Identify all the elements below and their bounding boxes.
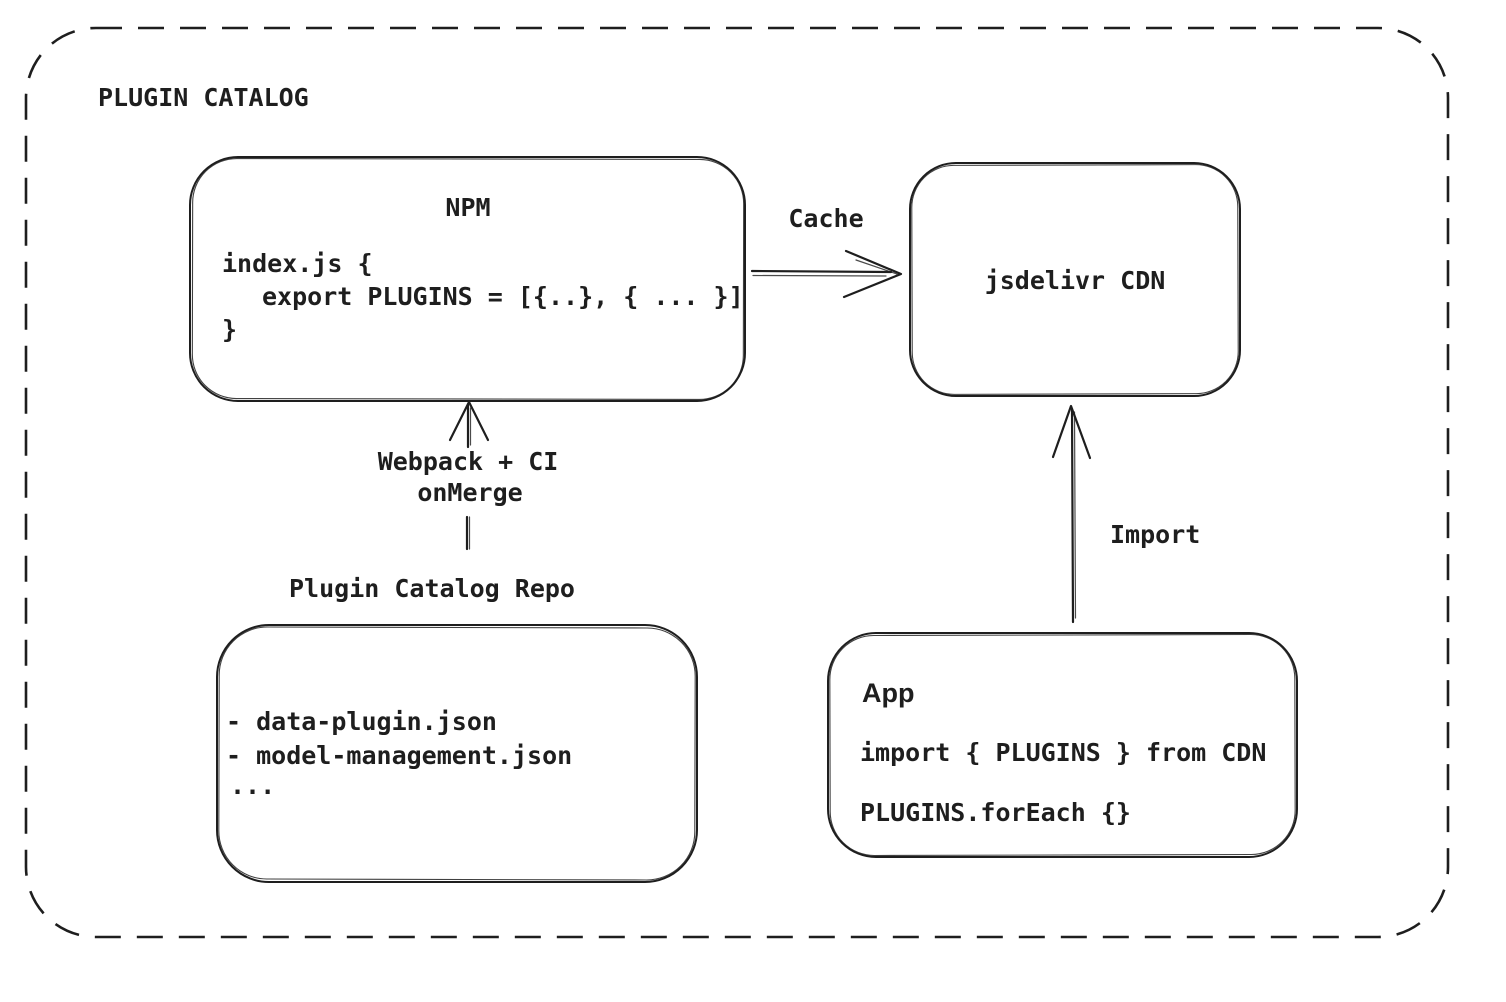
cdn-label: jsdelivr CDN: [985, 266, 1166, 295]
app-title: App: [862, 678, 914, 708]
cache-arrowhead-echo: [855, 259, 898, 275]
edge-cache: Cache: [750, 204, 903, 299]
cache-arrow-line: [750, 269, 893, 274]
npm-code-line-2: export PLUGINS = [{..}, { ... }]: [262, 282, 744, 311]
edge-import: Import: [1051, 404, 1200, 624]
app-box: [827, 632, 1298, 858]
build-label-line-1: Webpack + CI: [378, 447, 559, 476]
npm-box: [189, 156, 746, 402]
repo-title: Plugin Catalog Repo: [289, 574, 575, 603]
node-jsdelivr-cdn: jsdelivr CDN: [909, 162, 1241, 397]
repo-file-line-3: ...: [230, 771, 275, 800]
build-label-line-2: onMerge: [417, 478, 522, 507]
app-code-line-2: PLUGINS.forEach {}: [860, 798, 1131, 827]
repo-box-sketch: [218, 626, 696, 881]
cdn-box: [909, 162, 1241, 397]
node-plugin-catalog-repo: Plugin Catalog Repo - data-plugin.json -…: [216, 574, 698, 883]
node-npm: NPM index.js { export PLUGINS = [{..}, {…: [189, 156, 746, 402]
npm-title: NPM: [445, 193, 490, 222]
edge-webpack-ci: Webpack + CI onMerge: [378, 400, 559, 551]
catalog-boundary: [24, 26, 1450, 939]
npm-code-line-3: }: [222, 315, 237, 344]
cache-label: Cache: [788, 204, 863, 233]
import-arrow-shaft: [1070, 407, 1075, 624]
app-box-sketch: [829, 633, 1296, 857]
repo-box: [216, 624, 698, 883]
app-code-line-1: import { PLUGINS } from CDN: [860, 738, 1266, 767]
import-arrow-shaft-echo: [1073, 411, 1077, 619]
npm-code-line-1: index.js {: [222, 249, 373, 278]
import-arrowhead-icon: [1051, 404, 1092, 460]
repo-file-line-2: - model-management.json: [226, 741, 572, 770]
import-label: Import: [1110, 520, 1200, 549]
node-app: App import { PLUGINS } from CDN PLUGINS.…: [827, 632, 1298, 858]
cache-arrow-line-echo: [752, 274, 887, 277]
repo-file-line-1: - data-plugin.json: [226, 707, 497, 736]
cache-arrowhead-icon: [842, 249, 903, 299]
diagram-title: PLUGIN CATALOG: [98, 83, 309, 112]
cdn-box-sketch: [911, 164, 1239, 395]
build-arrowhead-icon: [448, 400, 490, 442]
npm-box-sketch: [191, 157, 745, 401]
